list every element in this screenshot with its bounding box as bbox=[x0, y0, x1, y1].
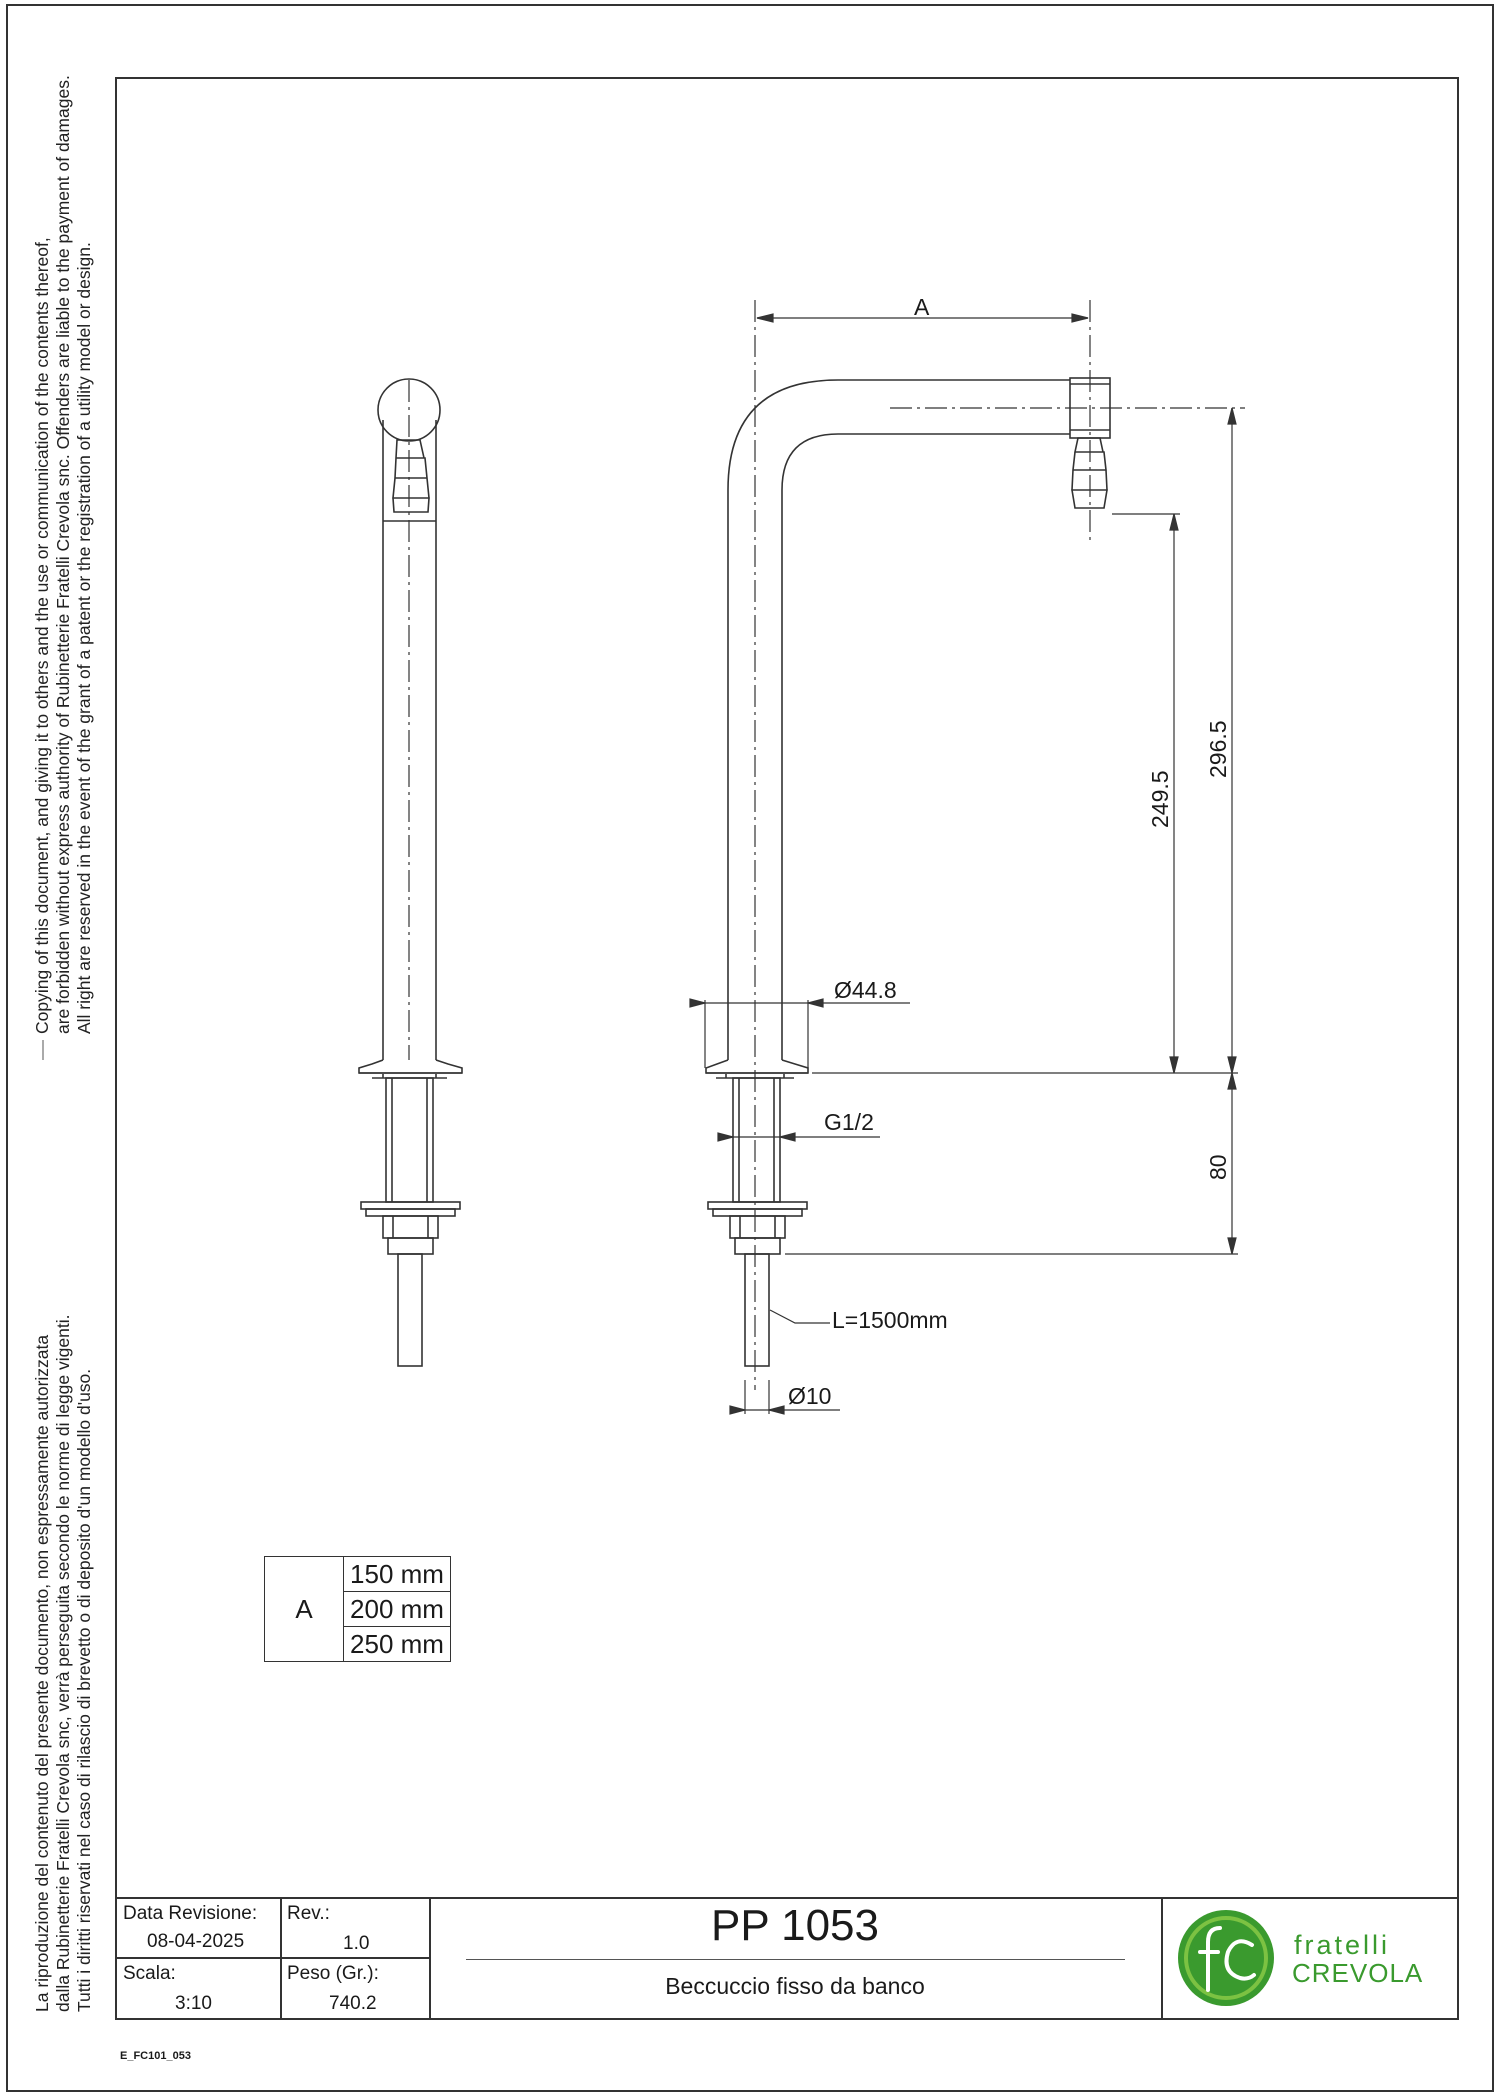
side-view bbox=[358, 378, 463, 1367]
dim-249-5: 249.5 bbox=[1147, 770, 1173, 828]
center-lines bbox=[408, 300, 1245, 1390]
drawing-frame bbox=[115, 77, 1459, 2020]
logo-word-2: CREVOLA bbox=[1292, 1958, 1423, 1988]
side-outlet-circle bbox=[377, 378, 441, 442]
front-view bbox=[705, 377, 1111, 1367]
dim-thread: G1/2 bbox=[824, 1109, 874, 1135]
side-hose-nozzle bbox=[392, 439, 430, 513]
dim-tube-diameter: Ø44.8 bbox=[834, 977, 897, 1003]
a-dimension-table: A 150 mm 200 mm 250 mm bbox=[264, 1556, 451, 1662]
dim-hose-length: L=1500mm bbox=[832, 1307, 948, 1333]
rev-label: Rev.: bbox=[287, 1903, 330, 1924]
legal-marker bbox=[42, 1040, 44, 1060]
title-block: Data Revisione: 08-04-2025 Rev.: 1.0 Sca… bbox=[117, 1897, 1457, 2018]
weight-value: 740.2 bbox=[329, 1993, 377, 2014]
dim-a: A bbox=[914, 294, 930, 320]
revision-date: 08-04-2025 bbox=[147, 1931, 245, 1952]
document-code: E_FC101_053 bbox=[120, 2050, 191, 2062]
dimension-lines bbox=[689, 313, 1238, 1415]
dim-296-5: 296.5 bbox=[1205, 720, 1231, 778]
rev-value: 1.0 bbox=[343, 1933, 370, 1954]
a-value-200: 200 mm bbox=[343, 1591, 451, 1627]
dim-80: 80 bbox=[1205, 1154, 1231, 1180]
revision-date-label: Data Revisione: bbox=[123, 1903, 258, 1924]
dim-hose-diameter: Ø10 bbox=[788, 1383, 831, 1409]
scale-label: Scala: bbox=[123, 1963, 176, 1984]
product-name: Beccuccio fisso da banco bbox=[665, 1973, 925, 1999]
a-value-250: 250 mm bbox=[343, 1626, 451, 1662]
a-table-label: A bbox=[264, 1556, 344, 1662]
weight-label: Peso (Gr.): bbox=[287, 1963, 379, 1984]
product-code: PP 1053 bbox=[710, 1901, 879, 1950]
front-hose-nozzle bbox=[1071, 437, 1108, 509]
outer-frame bbox=[6, 4, 1494, 2092]
scale-value: 3:10 bbox=[175, 1993, 212, 2014]
a-value-150: 150 mm bbox=[343, 1556, 451, 1592]
fratelli-crevola-logo: fratelli CREVOLA bbox=[1178, 1910, 1423, 2006]
logo-word-1: fratelli bbox=[1294, 1930, 1390, 1960]
